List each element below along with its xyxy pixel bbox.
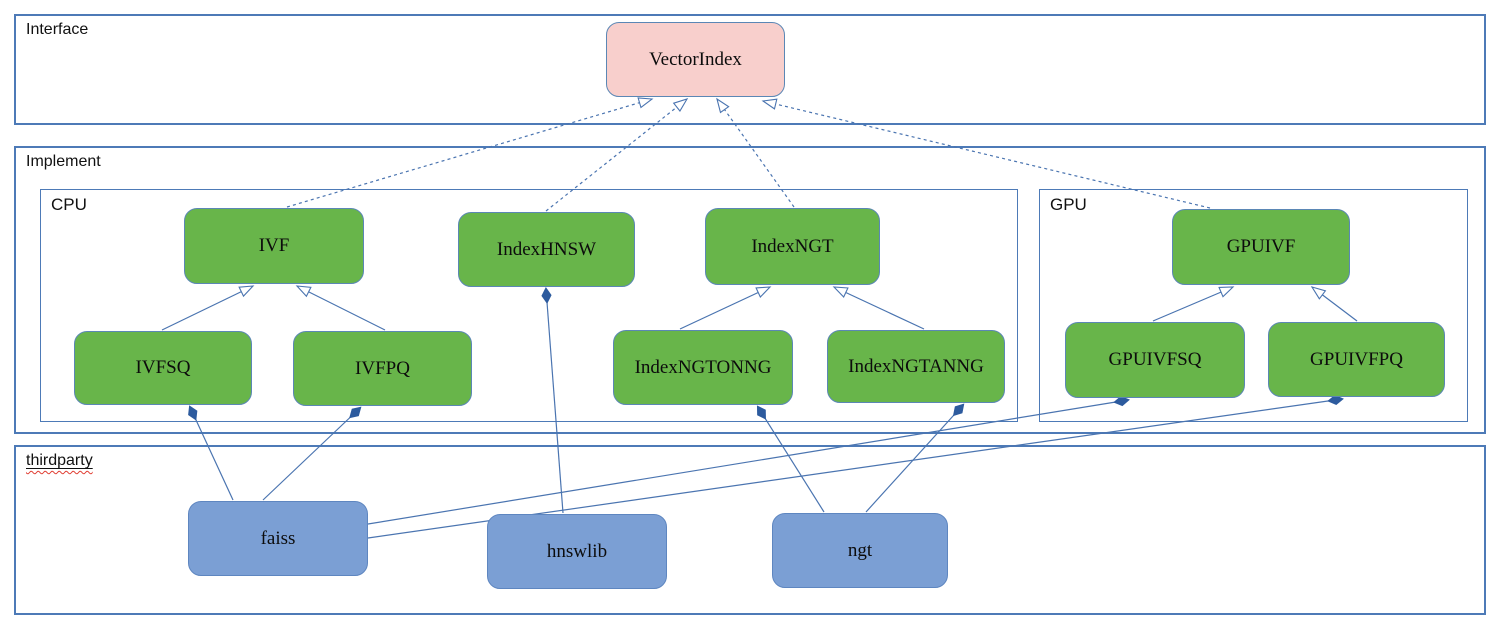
node-gpuivfsq-label: GPUIVFSQ [1108,349,1202,370]
node-faiss[interactable]: faiss [188,501,368,576]
node-ivf[interactable]: IVF [184,208,364,284]
node-indexngtanng-label: IndexNGTANNG [848,355,984,377]
section-implement-label: Implement [26,153,101,170]
node-gpuivfsq[interactable]: GPUIVFSQ [1065,322,1245,398]
node-faiss-label: faiss [260,527,296,549]
node-ivfsq-label: IVFSQ [135,357,191,378]
node-vectorindex[interactable]: VectorIndex [606,22,785,97]
node-gpuivfpq[interactable]: GPUIVFPQ [1268,322,1445,397]
node-hnswlib-label: hnswlib [546,540,608,562]
node-indexngt[interactable]: IndexNGT [705,208,880,285]
node-gpuivf[interactable]: GPUIVF [1172,209,1350,285]
section-gpu-label: GPU [1050,195,1087,214]
node-ivfsq[interactable]: IVFSQ [74,331,252,405]
node-indexngtonng-label: IndexNGTONNG [634,356,772,378]
node-indexngtonng[interactable]: IndexNGTONNG [613,330,793,405]
section-interface-label: Interface [26,21,89,38]
node-hnswlib[interactable]: hnswlib [487,514,667,589]
node-vectorindex-label: VectorIndex [649,48,742,70]
section-thirdparty-label: thirdparty [26,452,93,470]
section-cpu-label: CPU [51,195,87,214]
node-gpuivfpq-label: GPUIVFPQ [1310,348,1403,370]
node-ivfpq-label: IVFPQ [355,357,410,379]
node-indexngtanng[interactable]: IndexNGTANNG [827,330,1005,403]
node-indexhnsw[interactable]: IndexHNSW [458,212,635,287]
node-ngt-label: ngt [847,539,873,561]
node-ivfpq[interactable]: IVFPQ [293,331,472,406]
spellcheck-squiggle: thirdparty [26,452,93,469]
node-ngt[interactable]: ngt [772,513,948,588]
node-gpuivf-label: GPUIVF [1226,236,1296,257]
node-ivf-label: IVF [258,235,290,256]
node-indexngt-label: IndexNGT [751,235,834,257]
node-indexhnsw-label: IndexHNSW [496,238,597,260]
